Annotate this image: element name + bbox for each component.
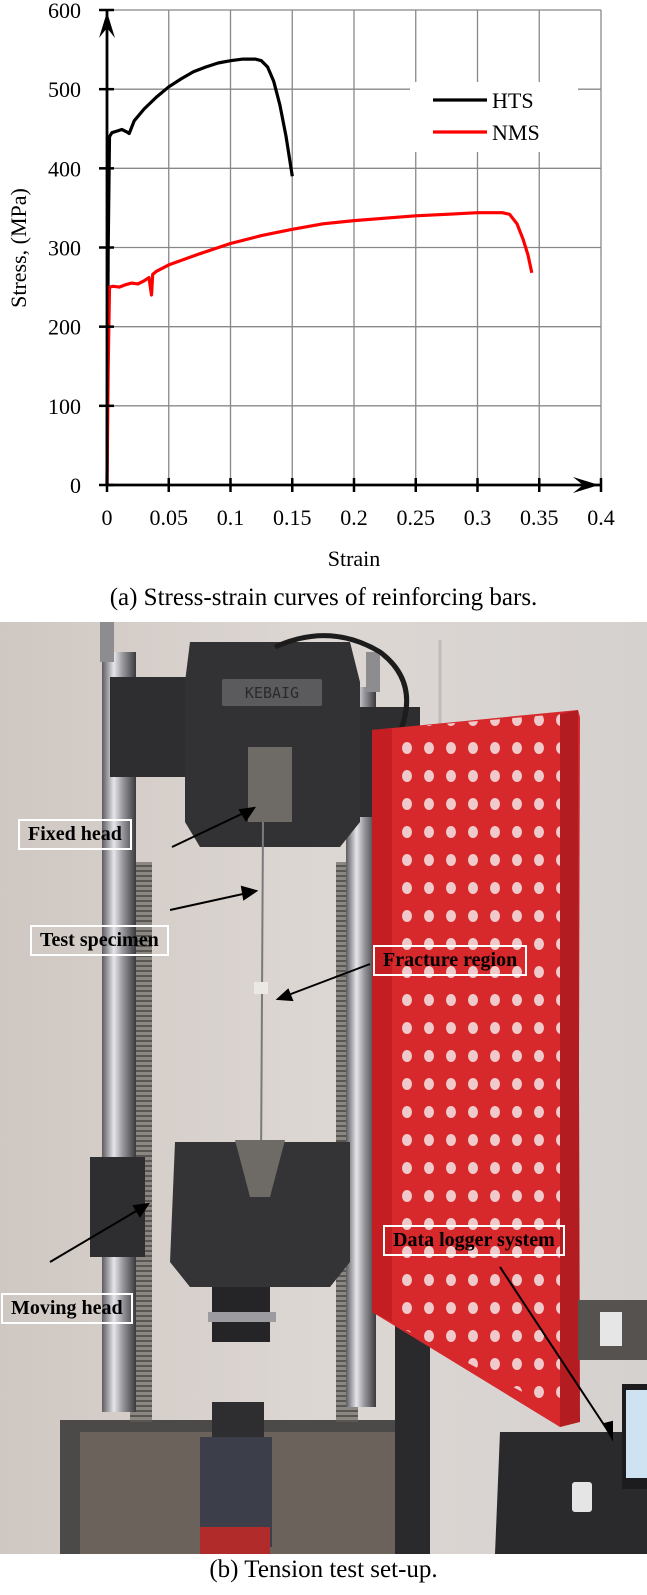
caption-b: (b) Tension test set-up.: [209, 1556, 438, 1583]
fracture-region-mark: [254, 982, 268, 994]
x-tick-label: 0.4: [587, 505, 615, 530]
x-tick-label: 0.15: [273, 505, 312, 530]
desk: [495, 1432, 647, 1554]
label-moving-head: Moving head: [1, 1293, 133, 1324]
y-tick-label: 300: [48, 236, 81, 261]
y-tick-label: 400: [48, 156, 81, 181]
curve-hts: [105, 57, 294, 486]
x-tick-label: 0.25: [397, 505, 436, 530]
brand-plate-text: KEBAIG: [245, 684, 299, 702]
stress-strain-chart: 0 0.05 0.1 0.15 0.2 0.25 0.3 0.35 0.4 0 100 200 300 4…: [6, 0, 615, 571]
chart-curves: [105, 57, 534, 486]
y-tick-label: 100: [48, 394, 81, 419]
legend-nms: NMS: [492, 120, 540, 145]
y-tick-label: 200: [48, 315, 81, 340]
x-tick-label: 0.3: [464, 505, 492, 530]
left-column: [102, 652, 136, 1412]
label-test-specimen: Test specimen: [30, 925, 169, 956]
x-tick-label: 0.35: [520, 505, 559, 530]
y-tick-label: 600: [48, 0, 81, 23]
upper-grip: [248, 747, 292, 822]
y-tick-label: 500: [48, 77, 81, 102]
tension-test-photo: KEBAIG: [0, 622, 647, 1554]
x-tick-label: 0.1: [217, 505, 245, 530]
x-tick-label: 0.2: [340, 505, 368, 530]
label-data-logger-system: Data logger system: [383, 1225, 565, 1256]
chart-axes: [99, 8, 603, 493]
testing-machine-illustration: KEBAIG: [0, 622, 647, 1554]
fixed-head-left-block: [110, 677, 190, 777]
x-tick-label: 0: [102, 505, 113, 530]
label-fixed-head: Fixed head: [18, 819, 132, 850]
label-fracture-region: Fracture region: [373, 945, 528, 976]
legend-hts: HTS: [492, 88, 534, 113]
x-tick-label: 0.05: [150, 505, 189, 530]
curve-nms: [105, 211, 534, 486]
brand-plate: [222, 679, 322, 706]
chart-legend: HTS NMS: [410, 82, 578, 152]
moving-head: [170, 1142, 350, 1287]
y-axis-label: Stress, (MPa): [6, 188, 31, 308]
y-tick-label: 0: [70, 473, 81, 498]
annotation-arrows: [49, 806, 613, 1442]
chart-tick-labels: 0 0.05 0.1 0.15 0.2 0.25 0.3 0.35 0.4 0 100 200 300 4…: [48, 0, 615, 530]
x-axis-label: Strain: [328, 546, 381, 571]
lower-grip: [235, 1140, 285, 1197]
caption-a: (a) Stress-strain curves of reinforcing …: [109, 584, 538, 611]
